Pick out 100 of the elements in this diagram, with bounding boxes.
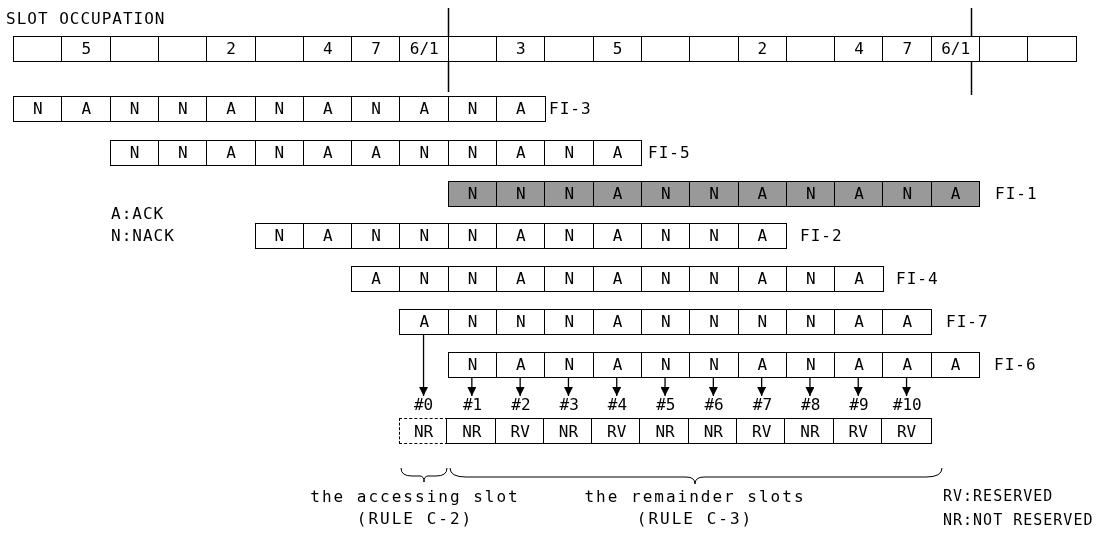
slot-cell: 4 xyxy=(302,36,353,62)
ack-cell: N xyxy=(447,266,498,292)
slot-cell xyxy=(13,36,63,62)
slot-cell: 3 xyxy=(496,36,546,62)
slot-cell: 5 xyxy=(592,36,643,62)
slot-cell: 7 xyxy=(882,36,933,62)
brace-caption: the accessing slot (RULE C-2) xyxy=(309,486,521,530)
arrow xyxy=(853,377,863,397)
arrow xyxy=(757,377,767,397)
frame-label: FI-5 xyxy=(648,142,691,164)
slot-number: #4 xyxy=(607,396,628,414)
ack-cell: A xyxy=(399,96,450,122)
ack-cell: N xyxy=(689,181,739,207)
slot-cell xyxy=(254,36,305,62)
ack-cell: N xyxy=(254,223,305,249)
ack-cell: N xyxy=(689,352,739,378)
legend-text: A:ACK xyxy=(111,203,165,225)
frame-label: FI-7 xyxy=(946,311,989,333)
ack-cell: N xyxy=(447,140,498,166)
ack-cell: A xyxy=(737,352,788,378)
frame-label: FI-4 xyxy=(896,268,939,290)
ack-cell: N xyxy=(689,223,739,249)
ack-cell: N xyxy=(544,266,595,292)
ack-cell: A xyxy=(206,96,256,122)
ack-cell: N xyxy=(640,352,691,378)
ack-cell: N xyxy=(689,266,739,292)
slot-cell xyxy=(640,36,691,62)
arrow xyxy=(563,377,573,397)
reservation-cell: RV xyxy=(832,418,884,444)
reservation-cell: NR xyxy=(639,418,691,444)
frame-label: FI-2 xyxy=(800,225,843,247)
slot-cell: 6/1 xyxy=(399,36,450,62)
ack-cell: N xyxy=(399,223,450,249)
arrow xyxy=(660,377,670,397)
ack-cell: A xyxy=(592,266,643,292)
ack-cell: N xyxy=(447,181,498,207)
ack-cell: N xyxy=(640,181,691,207)
slot-cell: 6/1 xyxy=(930,36,981,62)
slot-cell xyxy=(689,36,739,62)
ack-cell: A xyxy=(496,223,546,249)
ack-cell: A xyxy=(496,266,546,292)
ack-cell: N xyxy=(496,309,546,335)
arrow xyxy=(515,377,525,397)
slot-number: #7 xyxy=(752,396,773,414)
ack-cell: N xyxy=(351,223,401,249)
ack-cell: A xyxy=(592,352,643,378)
ack-cell: A xyxy=(930,352,981,378)
ack-cell: N xyxy=(640,266,691,292)
arrow xyxy=(902,377,912,397)
ack-cell: A xyxy=(882,352,933,378)
arrow xyxy=(419,334,429,397)
reservation-cell: RV xyxy=(880,418,933,444)
ack-cell: N xyxy=(447,223,498,249)
legend-text: NR:NOT RESERVED xyxy=(943,510,1094,531)
ack-cell: A xyxy=(737,223,788,249)
ack-cell: A xyxy=(302,223,353,249)
ack-cell: N xyxy=(544,309,595,335)
ack-cell: N xyxy=(785,309,836,335)
ack-cell: N xyxy=(882,181,933,207)
slot-number: #1 xyxy=(462,396,483,414)
slot-cell xyxy=(447,36,498,62)
arrow xyxy=(467,377,477,397)
ack-cell: N xyxy=(496,181,546,207)
slot-cell: 4 xyxy=(834,36,884,62)
slot-number: #9 xyxy=(849,396,869,414)
legend-text: RV:RESERVED xyxy=(943,486,1054,507)
brace-caption: the remainder slots (RULE C-3) xyxy=(583,486,807,530)
ack-cell: N xyxy=(157,96,208,122)
slot-number: #5 xyxy=(656,396,676,414)
ack-cell: N xyxy=(447,352,498,378)
ack-cell: N xyxy=(785,352,836,378)
ack-cell: N xyxy=(399,266,450,292)
reservation-cell: RV xyxy=(494,418,546,444)
ack-cell: A xyxy=(592,223,643,249)
ack-cell: N xyxy=(785,181,836,207)
frame-label: FI-6 xyxy=(994,354,1037,376)
ack-cell: A xyxy=(496,352,546,378)
ack-cell: A xyxy=(834,352,884,378)
ack-cell: A xyxy=(592,140,643,166)
ack-cell: N xyxy=(737,309,788,335)
reservation-cell: NR xyxy=(399,418,448,444)
ack-cell: N xyxy=(447,309,498,335)
slot-cell xyxy=(544,36,595,62)
ack-cell: N xyxy=(544,181,595,207)
ack-cell: A xyxy=(834,309,884,335)
ack-cell: A xyxy=(351,140,401,166)
ack-cell: A xyxy=(302,96,353,122)
ack-cell: N xyxy=(157,140,208,166)
slot-cell xyxy=(1027,36,1078,62)
slot-cell xyxy=(157,36,208,62)
diagram-title: SLOT OCCUPATION xyxy=(6,8,166,30)
ack-cell: N xyxy=(544,140,595,166)
slot-number: #10 xyxy=(892,396,922,414)
legend-text: N:NACK xyxy=(111,225,175,247)
slot-cell xyxy=(785,36,836,62)
ack-cell: A xyxy=(61,96,112,122)
ack-cell: N xyxy=(13,96,63,122)
ack-cell: A xyxy=(737,266,788,292)
arrow xyxy=(612,377,622,397)
slot-number: #3 xyxy=(559,396,579,414)
